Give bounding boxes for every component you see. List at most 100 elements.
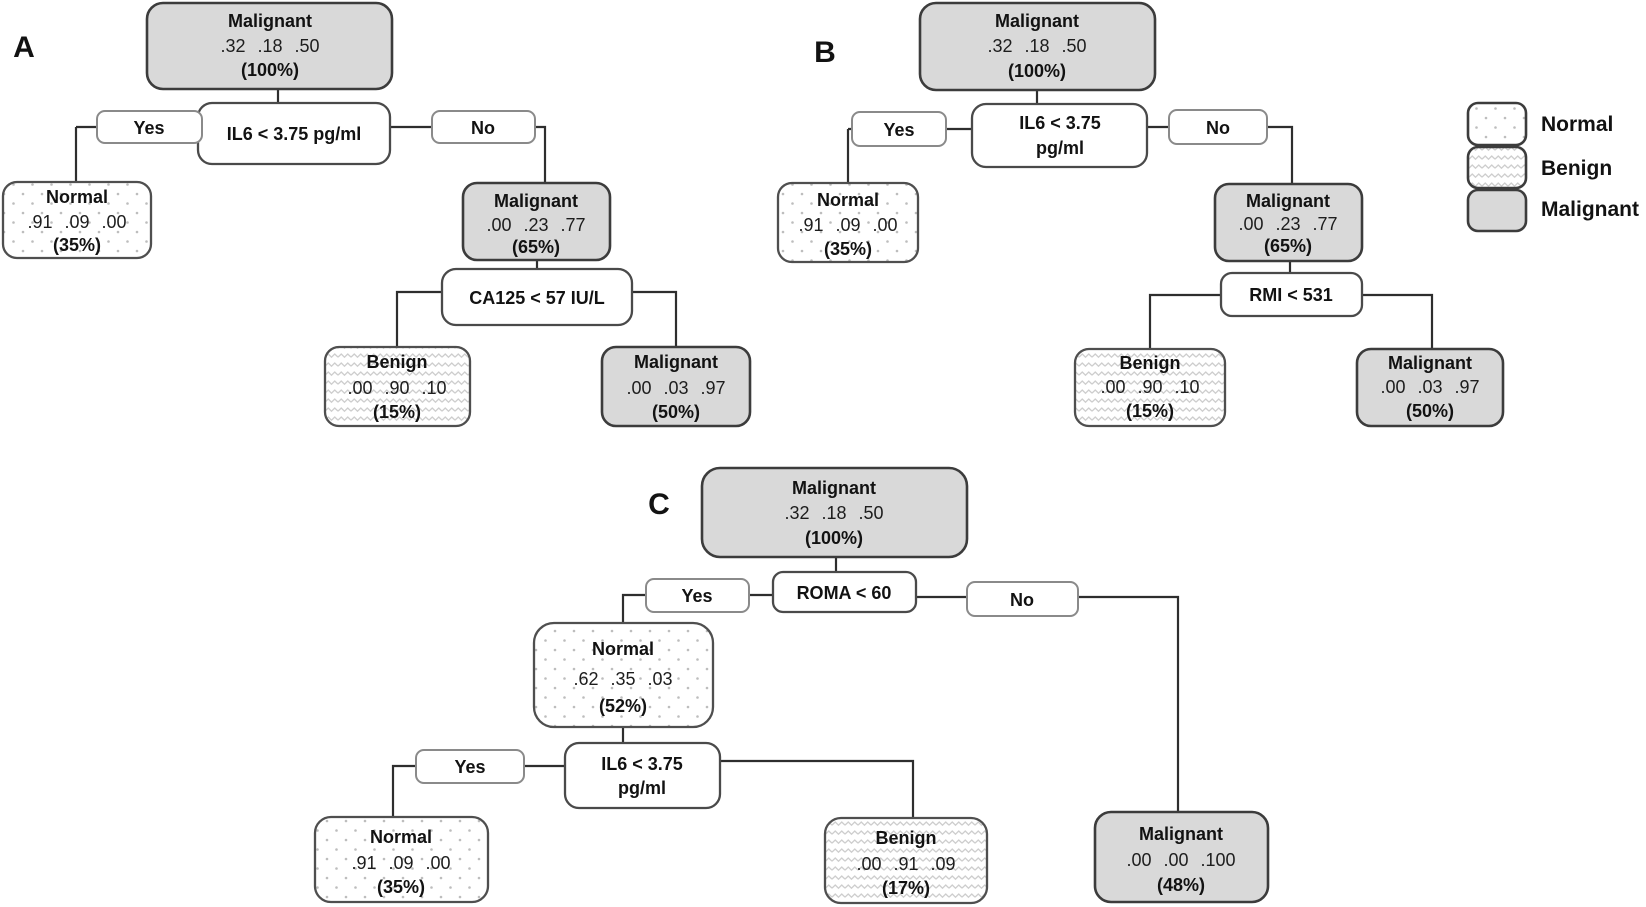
node-class-label: Malignant <box>494 191 578 211</box>
node-percentage: (35%) <box>824 239 872 259</box>
node-percentage: (15%) <box>1126 401 1174 421</box>
node-class-label: Benign <box>1120 353 1181 373</box>
node-class-label: Malignant <box>1388 353 1472 373</box>
tree-a-no-label: No <box>431 110 536 144</box>
node-probabilities: .91 .09 .00 <box>351 853 450 873</box>
node-class-label: Benign <box>876 828 937 848</box>
tree-c-root-node: Malignant .32 .18 .50 (100%) <box>700 466 969 559</box>
leaf-box-benign <box>323 345 472 428</box>
tree-a-root-box <box>145 1 394 91</box>
decision-label-line2: pg/ml <box>618 778 666 798</box>
tree-b-yes-label: Yes <box>851 111 947 147</box>
decision-label-line1: IL6 < 3.75 <box>601 754 683 774</box>
node-class-label: Malignant <box>1139 824 1223 844</box>
node-percentage: (35%) <box>377 877 425 897</box>
legend-swatch-benign <box>1466 145 1528 190</box>
branch-label: Yes <box>454 757 485 777</box>
node-box-normal <box>532 621 715 729</box>
branch-label: Yes <box>883 120 914 140</box>
node-percentage: (65%) <box>512 237 560 257</box>
branch-label-box <box>1168 109 1268 145</box>
node-probabilities: .32 .18 .50 <box>987 36 1086 56</box>
node-class-label: Malignant <box>634 352 718 372</box>
node-percentage: (100%) <box>241 60 299 80</box>
tree-b: B Malignant .32 .18 .50 (100%) IL6 < 3.7… <box>776 1 1505 428</box>
node-percentage: (52%) <box>599 696 647 716</box>
decision-label-line1: IL6 < 3.75 <box>1019 113 1101 133</box>
node-percentage: (65%) <box>1264 236 1312 256</box>
node-percentage: (35%) <box>53 235 101 255</box>
node-probabilities: .32 .18 .50 <box>220 36 319 56</box>
node-box-malignant <box>461 181 612 262</box>
branch-label: No <box>1206 118 1230 138</box>
branch-label-box <box>645 578 750 613</box>
tree-c-node-normal: Normal .62 .35 .03 (52%) <box>532 621 715 729</box>
node-class-label: Malignant <box>792 478 876 498</box>
branch-label-box <box>431 110 536 144</box>
decision-box <box>563 741 722 810</box>
leaf-box-normal <box>1 180 153 260</box>
tree-c-root-box <box>700 466 969 559</box>
leaf-box-malignant <box>1093 810 1270 904</box>
leaf-box-normal <box>313 815 490 904</box>
branch-label-box <box>96 110 203 144</box>
node-percentage: (15%) <box>373 402 421 422</box>
leaf-box-normal <box>776 181 920 264</box>
tree-a-leaf-normal: Normal .91 .09 .00 (35%) <box>1 180 153 260</box>
node-probabilities: .62 .35 .03 <box>573 669 672 689</box>
node-probabilities: .32 .18 .50 <box>784 503 883 523</box>
node-probabilities: .00 .03 .97 <box>626 378 725 398</box>
tree-b-no-label: No <box>1168 109 1268 145</box>
decision-box <box>440 267 634 327</box>
decision-label: RMI < 531 <box>1249 285 1333 305</box>
panel-label-c: C <box>648 488 670 521</box>
branch-label: No <box>471 118 495 138</box>
tree-c-leaf-benign: Benign .00 .91 .09 (17%) <box>823 816 989 905</box>
tree-a-decision-il6: IL6 < 3.75 pg/ml <box>196 101 392 166</box>
tree-a-yes-label: Yes <box>96 110 203 144</box>
tree-c-no-label: No <box>966 581 1079 617</box>
node-probabilities: .00 .03 .97 <box>1380 377 1479 397</box>
node-class-label: Normal <box>817 190 879 210</box>
node-probabilities: .91 .09 .00 <box>27 212 126 232</box>
decision-label: IL6 < 3.75 pg/ml <box>227 124 362 144</box>
node-probabilities: .00 .23 .77 <box>486 215 585 235</box>
tree-a-node-malignant: Malignant .00 .23 .77 (65%) <box>461 181 612 262</box>
legend-label: Malignant <box>1541 198 1639 221</box>
decision-label: CA125 < 57 IU/L <box>469 288 605 308</box>
leaf-box-malignant <box>600 345 752 428</box>
branch-label-box <box>851 111 947 147</box>
node-class-label: Normal <box>370 827 432 847</box>
tree-c: C Malignant .32 .18 .50 (100%) ROMA < 60… <box>313 466 1270 905</box>
tree-b-leaf-malignant: Malignant .00 .03 .97 (50%) <box>1355 347 1505 428</box>
legend-item-malignant: Malignant <box>1466 188 1639 233</box>
legend-label: Benign <box>1541 157 1612 180</box>
tree-c-decision-roma: ROMA < 60 <box>771 570 918 614</box>
branch-label: No <box>1010 590 1034 610</box>
node-percentage: (17%) <box>882 878 930 898</box>
tree-a: A Malignant .32 .18 .50 (100%) IL6 < 3.7… <box>1 1 752 428</box>
tree-a-leaf-malignant: Malignant .00 .03 .97 (50%) <box>600 345 752 428</box>
panel-label-b: B <box>814 36 836 69</box>
branch-label: Yes <box>133 118 164 138</box>
decision-box <box>970 102 1149 169</box>
branch-label-box <box>415 749 525 784</box>
leaf-box-benign <box>1073 347 1227 428</box>
tree-b-root-box <box>918 1 1157 92</box>
tree-c-leaf-normal: Normal .91 .09 .00 (35%) <box>313 815 490 904</box>
tree-b-leaf-normal: Normal .91 .09 .00 (35%) <box>776 181 920 264</box>
tree-b-decision-il6: IL6 < 3.75 pg/ml <box>970 102 1149 169</box>
decision-box <box>771 570 918 614</box>
node-probabilities: .00 .90 .10 <box>1100 377 1199 397</box>
legend-item-benign: Benign <box>1466 145 1612 190</box>
node-class-label: Malignant <box>228 11 312 31</box>
node-percentage: (100%) <box>805 528 863 548</box>
node-probabilities: .91 .09 .00 <box>798 215 897 235</box>
decision-label: ROMA < 60 <box>797 583 892 603</box>
tree-a-leaf-benign: Benign .00 .90 .10 (15%) <box>323 345 472 428</box>
tree-c-connector-lines <box>391 557 1180 818</box>
node-probabilities: .00 .91 .09 <box>856 854 955 874</box>
leaf-box-malignant <box>1355 347 1505 428</box>
